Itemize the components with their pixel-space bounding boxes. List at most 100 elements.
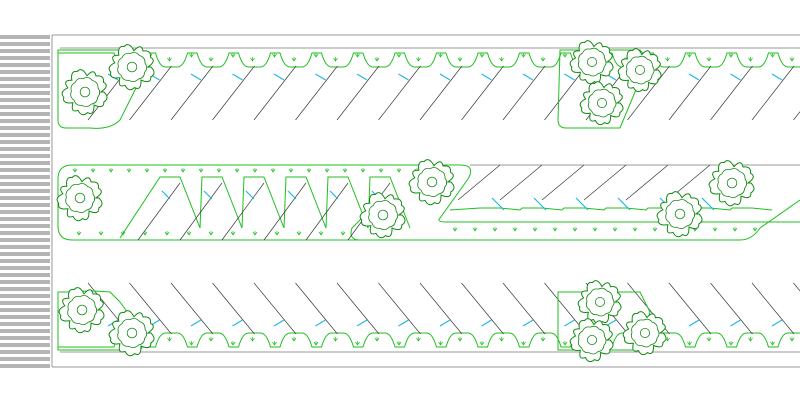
crosswalk-stripe [0, 245, 50, 249]
crosswalk-stripe [0, 70, 50, 74]
shrub-mark-icon [770, 53, 775, 58]
wheel-stop-icon [398, 73, 409, 81]
shrub-mark-icon [416, 57, 421, 62]
lot-outline [51, 34, 800, 368]
crosswalk-stripe [0, 56, 50, 60]
crosswalk-stripe [0, 175, 50, 179]
crosswalk-stripe [0, 336, 50, 340]
shrub-mark-icon [396, 168, 402, 173]
shrub-mark-icon [72, 168, 78, 173]
shrub-mark-icon [438, 53, 443, 58]
stall-line [710, 65, 753, 121]
shrub-mark-icon [76, 231, 82, 236]
shrub-mark-icon [108, 168, 114, 173]
planting-zigzag [119, 176, 411, 239]
wheel-stop-icon [688, 319, 700, 327]
shrub-mark-icon [632, 227, 638, 232]
crosswalk-stripes [0, 35, 50, 368]
crosswalk-stripe [0, 105, 50, 109]
shrub-mark-icon [120, 231, 126, 236]
crosswalk-stripe [0, 273, 50, 277]
stall-line [583, 164, 627, 201]
shrub-mark-icon [562, 341, 568, 346]
wheel-stop-icon [522, 73, 534, 81]
shrub-mark-icon [512, 227, 518, 232]
stall-line [253, 65, 297, 121]
wheel-stop-icon [491, 197, 505, 211]
stall-line [336, 282, 380, 335]
shrub-mark-icon [732, 227, 738, 232]
shrub-mark-icon [230, 341, 236, 346]
wheel-stop-icon [730, 319, 741, 327]
tree-canopy-icon [58, 287, 105, 334]
wheel-stop-icon [771, 319, 783, 327]
shrub-mark-icon [340, 231, 346, 236]
stall-line [627, 65, 670, 121]
shrub-mark-icon [272, 341, 277, 346]
shrub-mark-icon [396, 341, 402, 346]
crosswalk-stripe [0, 154, 50, 158]
shrub-mark-icon [208, 337, 214, 342]
shrub-mark-icon [167, 337, 172, 342]
tree-canopy-icon [622, 311, 667, 356]
shrub-mark-icon [789, 57, 795, 62]
shrub-mark-icon [789, 337, 795, 342]
shrub-mark-icon [416, 337, 421, 342]
shrub-mark-icon [167, 57, 172, 62]
shrub-mark-icon [306, 168, 312, 173]
stall-line [305, 182, 349, 241]
stall-line [221, 182, 265, 241]
tree-canopy-icon [359, 192, 406, 239]
stall-line [502, 65, 546, 121]
wheel-stop-icon [688, 73, 700, 81]
shrub-mark-icon [572, 227, 578, 232]
tree-canopy-icon [569, 318, 614, 363]
wheel-stop-icon [439, 73, 451, 81]
shrub-mark-icon [378, 168, 384, 173]
stall-line [170, 282, 214, 335]
shrub-mark-icon [612, 227, 618, 232]
shrub-mark-icon [706, 57, 712, 62]
stall-line [263, 182, 307, 241]
crosswalk-stripe [0, 189, 50, 193]
crosswalk-stripe [0, 350, 50, 354]
shrub-mark-icon [252, 168, 258, 173]
stall-line [541, 164, 585, 201]
shrub-mark-icon [234, 168, 240, 173]
shrub-mark-icon [479, 53, 485, 58]
stall-line [170, 65, 214, 121]
shrub-mark-icon [288, 168, 294, 173]
shrub-mark-icon [540, 57, 546, 62]
shrub-mark-icon [521, 53, 526, 58]
crosswalk-stripe [0, 329, 50, 333]
shrub-mark-icon [164, 231, 170, 236]
shrub-mark-icon [180, 168, 186, 173]
shrub-mark-icon [208, 57, 214, 62]
shrub-mark-icon [457, 57, 463, 62]
shrub-mark-icon [728, 341, 734, 346]
tree-canopy-icon [61, 69, 108, 116]
wheel-stop-icon [522, 319, 534, 327]
shrub-mark-icon [452, 227, 458, 232]
shrub-mark-icon [748, 57, 753, 62]
wheel-stop-icon [564, 73, 575, 81]
tree-canopy-icon [617, 48, 662, 93]
wheel-stop-icon [190, 73, 202, 81]
stall-line [502, 282, 546, 335]
crosswalk-stripe [0, 133, 50, 137]
wheel-stop-icon [315, 73, 326, 81]
shrub-mark-icon [499, 57, 504, 62]
stall-line [378, 65, 421, 121]
crosswalk-stripe [0, 126, 50, 130]
crosswalk-stripe [0, 308, 50, 312]
shrub-mark-icon [250, 57, 255, 62]
shrub-mark-icon [250, 337, 255, 342]
shrub-mark-icon [457, 337, 463, 342]
crosswalk-stripe [0, 35, 50, 39]
crosswalk-stripe [0, 266, 50, 270]
shrub-mark-icon [272, 53, 277, 58]
crosswalk-stripe [0, 301, 50, 305]
tree-canopy-icon [108, 310, 155, 357]
crosswalk-stripe [0, 259, 50, 263]
